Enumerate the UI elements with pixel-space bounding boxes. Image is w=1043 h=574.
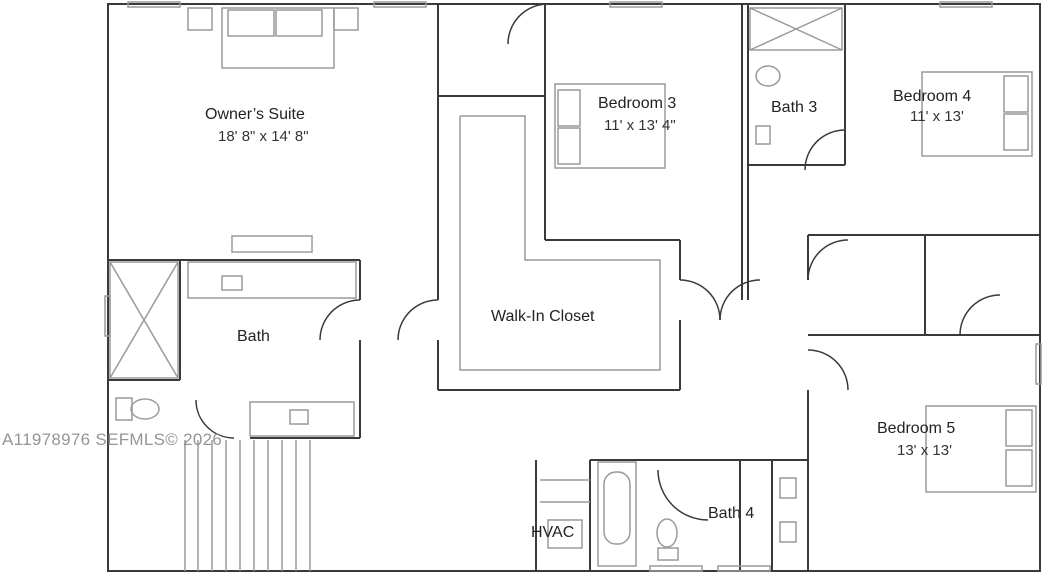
room-label-bath-4: Bath 4	[708, 505, 755, 522]
room-label-owners-suite: Owner’s Suite	[205, 106, 305, 123]
room-label-bath: Bath	[237, 328, 270, 345]
room-label-bedroom-3: Bedroom 3	[598, 95, 677, 112]
room-label-bedroom-5: Bedroom 5	[877, 420, 956, 437]
room-label-bath-3: Bath 3	[771, 99, 818, 116]
room-dims-bedroom-3: 11' x 13' 4"	[604, 117, 676, 134]
room-dims-owners-suite: 18' 8" x 14' 8"	[218, 128, 309, 145]
room-label-walk-in-closet: Walk-In Closet	[491, 308, 595, 325]
room-label-bedroom-4: Bedroom 4	[893, 88, 972, 105]
room-dims-bedroom-5: 13' x 13'	[897, 442, 952, 459]
room-label-hvac: HVAC	[531, 524, 575, 541]
staircase	[184, 440, 311, 571]
owner-bed	[221, 7, 335, 69]
mls-watermark: A11978976 SEFMLS© 2026	[2, 430, 223, 449]
room-dims-bedroom-4: 11' x 13'	[910, 108, 964, 125]
exterior-wall	[107, 3, 1041, 572]
